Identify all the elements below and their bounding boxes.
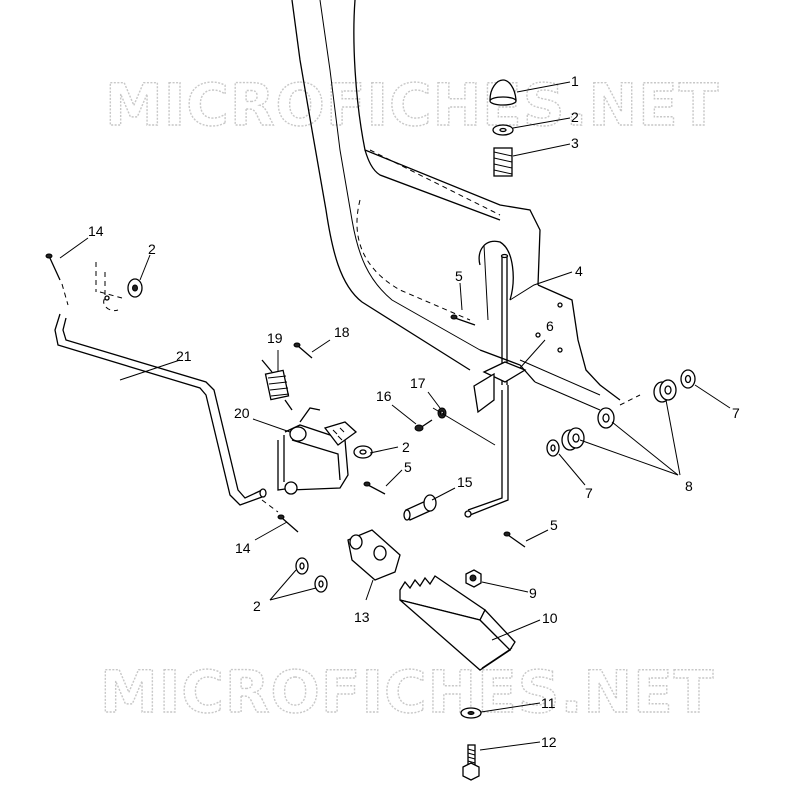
watermark-bottom: MICROFICHES.NET bbox=[100, 658, 714, 726]
part-8-bushing-lower bbox=[561, 427, 585, 451]
part-2-washer-mid bbox=[353, 445, 373, 459]
part-13-bracket bbox=[347, 529, 401, 581]
callout-11: 11 bbox=[541, 695, 556, 711]
part-2-washer-top bbox=[492, 124, 514, 136]
callout-labels: 1 2 3 4 5 6 7 7 8 9 10 11 12 13 14 14 15… bbox=[88, 73, 740, 750]
part-6-bracket bbox=[473, 361, 527, 414]
callout-2-lower: 2 bbox=[253, 598, 261, 614]
part-1-rubber-cap bbox=[489, 79, 517, 106]
callout-20: 20 bbox=[234, 405, 250, 421]
callout-13: 13 bbox=[354, 609, 370, 625]
watermark-top: MICROFICHES.NET bbox=[105, 71, 719, 139]
callout-21: 21 bbox=[176, 348, 192, 364]
part-19-spring bbox=[261, 359, 293, 411]
part-14-pin-upper bbox=[45, 253, 123, 312]
callout-5: 5 bbox=[455, 268, 463, 284]
callout-7-lower: 7 bbox=[585, 485, 593, 501]
callout-2-mid: 2 bbox=[402, 439, 410, 455]
callout-19: 19 bbox=[267, 330, 283, 346]
frame-panel bbox=[291, 0, 621, 411]
callout-14-lower: 14 bbox=[235, 540, 251, 556]
callout-4: 4 bbox=[575, 263, 583, 279]
part-7-washer-lower bbox=[546, 439, 560, 457]
part-14-pin-lower bbox=[261, 499, 299, 533]
leader-lines bbox=[59, 81, 731, 751]
part-3-spring bbox=[493, 147, 513, 177]
callout-15: 15 bbox=[457, 474, 473, 490]
part-9-nut bbox=[465, 569, 482, 588]
callout-10: 10 bbox=[542, 610, 558, 626]
part-12-bolt bbox=[462, 744, 480, 781]
part-8-bushing-right bbox=[653, 379, 677, 403]
part-16-bolt bbox=[414, 419, 433, 432]
callout-16: 16 bbox=[376, 388, 392, 404]
callout-2-left: 2 bbox=[148, 241, 156, 257]
callout-6: 6 bbox=[546, 318, 554, 334]
part-21-long-rod bbox=[54, 313, 267, 506]
part-2-washer-left bbox=[127, 278, 143, 298]
part-10-foot-pedal bbox=[399, 575, 516, 671]
callout-5-mid: 5 bbox=[404, 459, 412, 475]
part-5-bolt-mid bbox=[363, 481, 386, 495]
part-18-pin bbox=[293, 342, 313, 359]
callout-18: 18 bbox=[334, 324, 350, 340]
part-2-washers-lower bbox=[295, 557, 328, 593]
part-15-pivot-pin bbox=[403, 494, 437, 521]
callout-5-lower: 5 bbox=[550, 517, 558, 533]
part-11-washer bbox=[460, 707, 482, 719]
part-8-bushing-mid bbox=[597, 407, 615, 429]
callout-2: 2 bbox=[571, 109, 579, 125]
callout-3: 3 bbox=[571, 135, 579, 151]
callout-1: 1 bbox=[571, 73, 579, 89]
part-7-washer-right bbox=[680, 369, 696, 389]
part-20-lever bbox=[277, 407, 358, 495]
part-5-bolt-upper bbox=[450, 314, 476, 326]
callout-8: 8 bbox=[685, 478, 693, 494]
callout-17: 17 bbox=[410, 375, 426, 391]
callout-9: 9 bbox=[529, 585, 537, 601]
part-5-bolt-lower bbox=[503, 531, 526, 548]
callout-12: 12 bbox=[541, 734, 557, 750]
callout-7-right: 7 bbox=[732, 405, 740, 421]
callout-14-upper: 14 bbox=[88, 223, 104, 239]
